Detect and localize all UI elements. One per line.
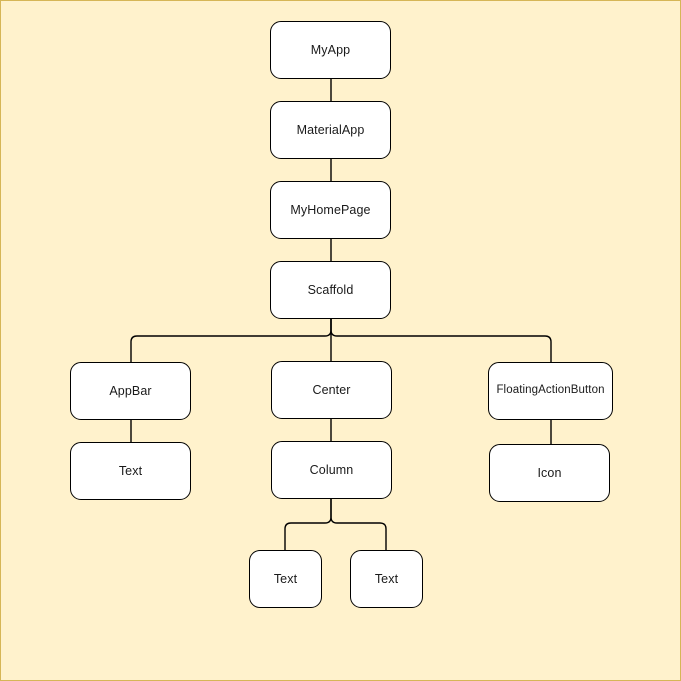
node-floatingactionbutton[interactable]: FloatingActionButton [488,362,613,420]
node-myapp[interactable]: MyApp [270,21,391,79]
node-scaffold-label: Scaffold [307,282,354,297]
node-text-left-label: Text [273,571,298,586]
node-materialapp[interactable]: MaterialApp [270,101,391,159]
node-appbar-text[interactable]: Text [70,442,191,500]
node-icon[interactable]: Icon [489,444,610,502]
node-floatingactionbutton-label: FloatingActionButton [496,384,605,397]
node-center-label: Center [312,382,351,397]
node-myhomepage-label: MyHomePage [290,202,371,217]
node-appbar-text-label: Text [118,463,143,478]
node-column-label: Column [309,462,354,477]
node-scaffold[interactable]: Scaffold [270,261,391,319]
node-myapp-label: MyApp [310,42,351,57]
node-column[interactable]: Column [271,441,392,499]
node-appbar-label: AppBar [109,383,152,398]
node-text-left[interactable]: Text [249,550,322,608]
node-text-right[interactable]: Text [350,550,423,608]
node-icon-label: Icon [537,465,562,480]
node-myhomepage[interactable]: MyHomePage [270,181,391,239]
node-center[interactable]: Center [271,361,392,419]
node-text-right-label: Text [374,571,399,586]
node-materialapp-label: MaterialApp [296,122,365,137]
node-appbar[interactable]: AppBar [70,362,191,420]
